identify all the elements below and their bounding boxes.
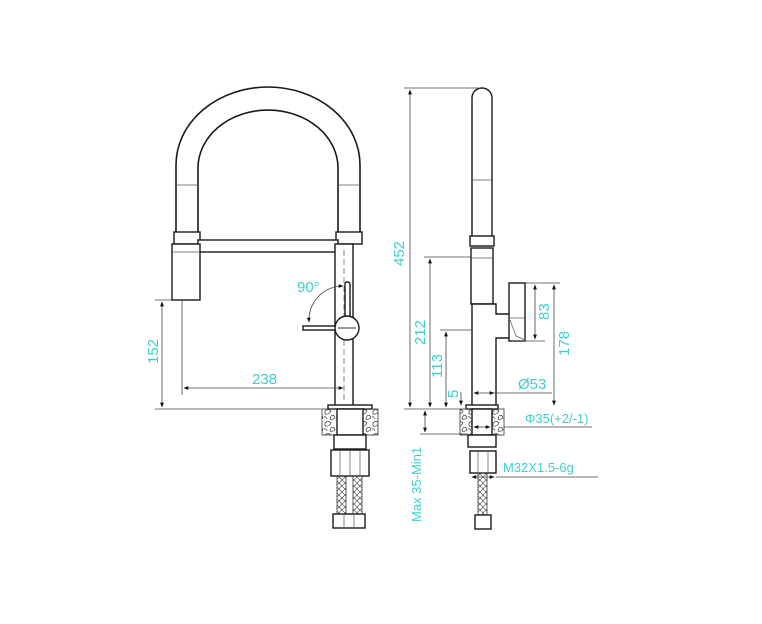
spout-hose-inner bbox=[197, 109, 339, 242]
support-bar bbox=[197, 239, 339, 253]
angle-arc bbox=[306, 284, 344, 323]
spray-head-collar bbox=[173, 231, 201, 245]
side-mounting-nut bbox=[469, 450, 497, 474]
side-body bbox=[471, 303, 511, 407]
side-view: 452 212 113 5 83 178 Ø53 Φ35(+2/-1) M32X… bbox=[391, 87, 598, 530]
hole-diameter-label: Φ35(+2/-1) bbox=[525, 411, 588, 426]
front-view: 90° 152 238 bbox=[145, 86, 379, 529]
spray-head bbox=[171, 243, 201, 301]
body-diameter-label: Ø53 bbox=[518, 376, 546, 393]
handle-top-height-label: 178 bbox=[556, 331, 573, 356]
counter-thickness-label: Max 35-Min1 bbox=[409, 447, 424, 522]
body-height-label: 113 bbox=[429, 354, 446, 378]
spout-hose-outer bbox=[175, 86, 361, 242]
spout-height-label: 152 bbox=[145, 339, 162, 364]
hose-nut bbox=[332, 513, 366, 529]
side-handle bbox=[508, 282, 526, 342]
thread-label: M32X1.5-6g bbox=[503, 460, 574, 475]
handle-lever-up bbox=[344, 281, 351, 319]
spout-outlet-height-label: 212 bbox=[412, 320, 429, 345]
handle-lever-down bbox=[302, 325, 339, 331]
side-spout-tube bbox=[471, 87, 493, 243]
supply-hose-left bbox=[336, 475, 347, 515]
side-spray-head bbox=[470, 247, 494, 305]
handle-height-label: 83 bbox=[536, 303, 553, 320]
supply-hose-right bbox=[352, 475, 363, 515]
reach-label: 238 bbox=[252, 371, 277, 388]
handle-angle-label: 90° bbox=[297, 279, 320, 296]
total-height-label: 452 bbox=[391, 241, 408, 266]
base-thickness-label: 5 bbox=[445, 390, 462, 398]
